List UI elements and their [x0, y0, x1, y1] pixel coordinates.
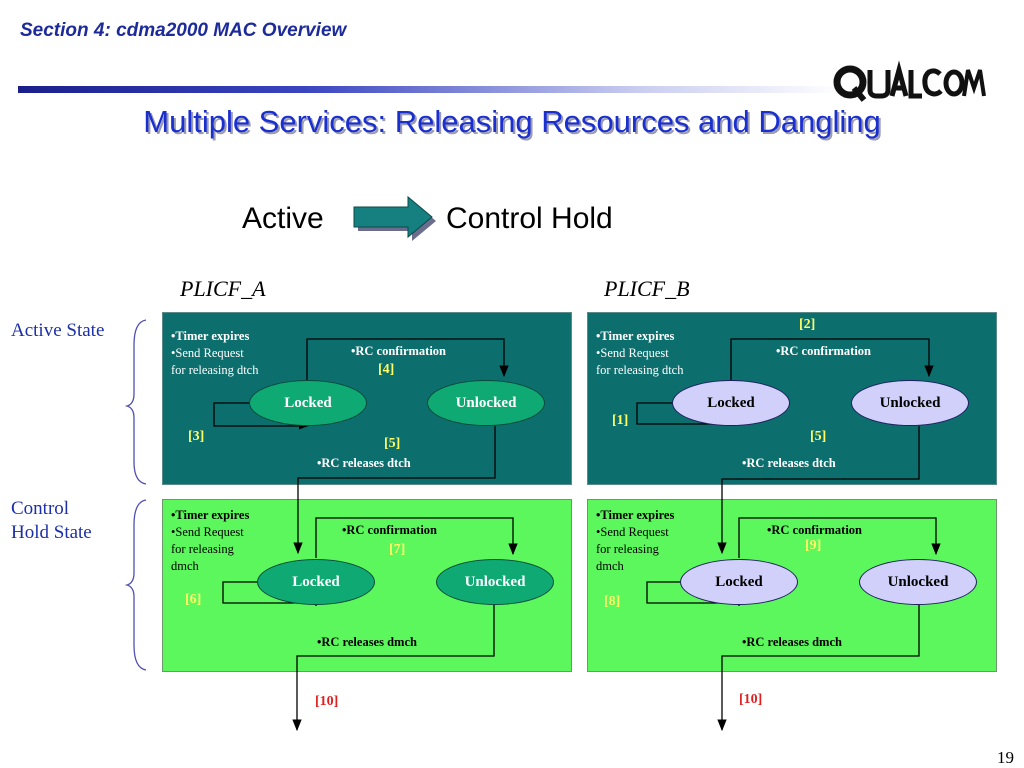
b-control-locked-state: Locked [680, 559, 798, 605]
b-control-unlocked-state: Unlocked [859, 559, 977, 605]
a-control-confirm-label: •RC confirmation [342, 523, 437, 537]
b-control-condition-detail: •Send Request for releasing dmch [596, 524, 669, 575]
condition-line: for releasing [171, 542, 234, 556]
header-divider [18, 86, 842, 93]
a-control-condition: •Timer expires [171, 507, 249, 524]
a-control-step-6: [6] [185, 592, 202, 607]
b-control-condition: •Timer expires [596, 507, 674, 524]
a-active-step-5: [5] [384, 436, 401, 451]
section-title: Section 4: cdma2000 MAC Overview [20, 20, 347, 41]
a-control-condition-detail: •Send Request for releasing dmch [171, 524, 244, 575]
a-control-unlocked-state: Unlocked [436, 559, 554, 605]
a-control-locked-state: Locked [257, 559, 375, 605]
control-hold-line1: Control [11, 498, 70, 519]
b-active-release-label: •RC releases dtch [742, 456, 836, 470]
condition-line: •Send Request [596, 346, 669, 360]
b-active-unlocked-state: Unlocked [851, 380, 969, 426]
condition-line: for releasing dtch [171, 363, 259, 377]
condition-line: dmch [596, 559, 624, 573]
transition-arrow-icon [353, 195, 436, 241]
control-hold-line2: Hold State [11, 522, 92, 543]
condition-line: •Send Request [596, 525, 669, 539]
a-active-condition: •Timer expires [171, 328, 249, 345]
slide-title: Multiple Services: Releasing Resources a… [143, 104, 881, 139]
plicf-b-label: PLICF_B [604, 276, 690, 301]
a-active-condition-detail: •Send Request for releasing dtch [171, 345, 258, 379]
a-active-release-label: •RC releases dtch [317, 456, 411, 470]
b-control-release-label: •RC releases dmch [742, 635, 842, 649]
to-state-label: Control Hold [446, 202, 613, 235]
a-control-step-7: [7] [389, 542, 406, 557]
condition-line: •Timer expires [171, 508, 250, 522]
condition-line: •Timer expires [596, 508, 675, 522]
b-active-locked-state: Locked [672, 380, 790, 426]
a-active-locked-state: Locked [249, 380, 367, 426]
qualcomm-logo [833, 60, 986, 102]
b-control-step-8: [8] [604, 594, 621, 609]
b-active-condition: •Timer expires [596, 328, 674, 345]
b-exit-step-10: [10] [739, 692, 763, 707]
condition-line: •Timer expires [171, 329, 250, 343]
a-control-release-label: •RC releases dmch [317, 635, 417, 649]
b-control-step-9: [9] [805, 538, 822, 553]
a-active-confirm-label: •RC confirmation [351, 344, 446, 358]
page-number: 19 [997, 748, 1014, 767]
a-active-unlocked-state: Unlocked [427, 380, 545, 426]
condition-line: •Send Request [171, 525, 244, 539]
b-control-confirm-label: •RC confirmation [767, 523, 862, 537]
b-active-step-5: [5] [810, 429, 827, 444]
b-active-condition-detail: •Send Request for releasing dtch [596, 345, 683, 379]
condition-line: •Timer expires [596, 329, 675, 343]
plicf-a-label: PLICF_A [180, 276, 266, 301]
control-hold-state-label: Control Hold State [11, 497, 92, 545]
a-active-step-3: [3] [188, 429, 205, 444]
condition-line: for releasing [596, 542, 659, 556]
b-active-step-2: [2] [799, 317, 816, 332]
b-active-step-1: [1] [612, 413, 629, 428]
from-state-label: Active [242, 202, 324, 235]
active-state-label: Active State [11, 320, 105, 341]
b-active-confirm-label: •RC confirmation [776, 344, 871, 358]
condition-line: dmch [171, 559, 199, 573]
a-exit-step-10: [10] [315, 694, 339, 709]
a-active-step-4: [4] [378, 362, 395, 377]
condition-line: for releasing dtch [596, 363, 684, 377]
condition-line: •Send Request [171, 346, 244, 360]
